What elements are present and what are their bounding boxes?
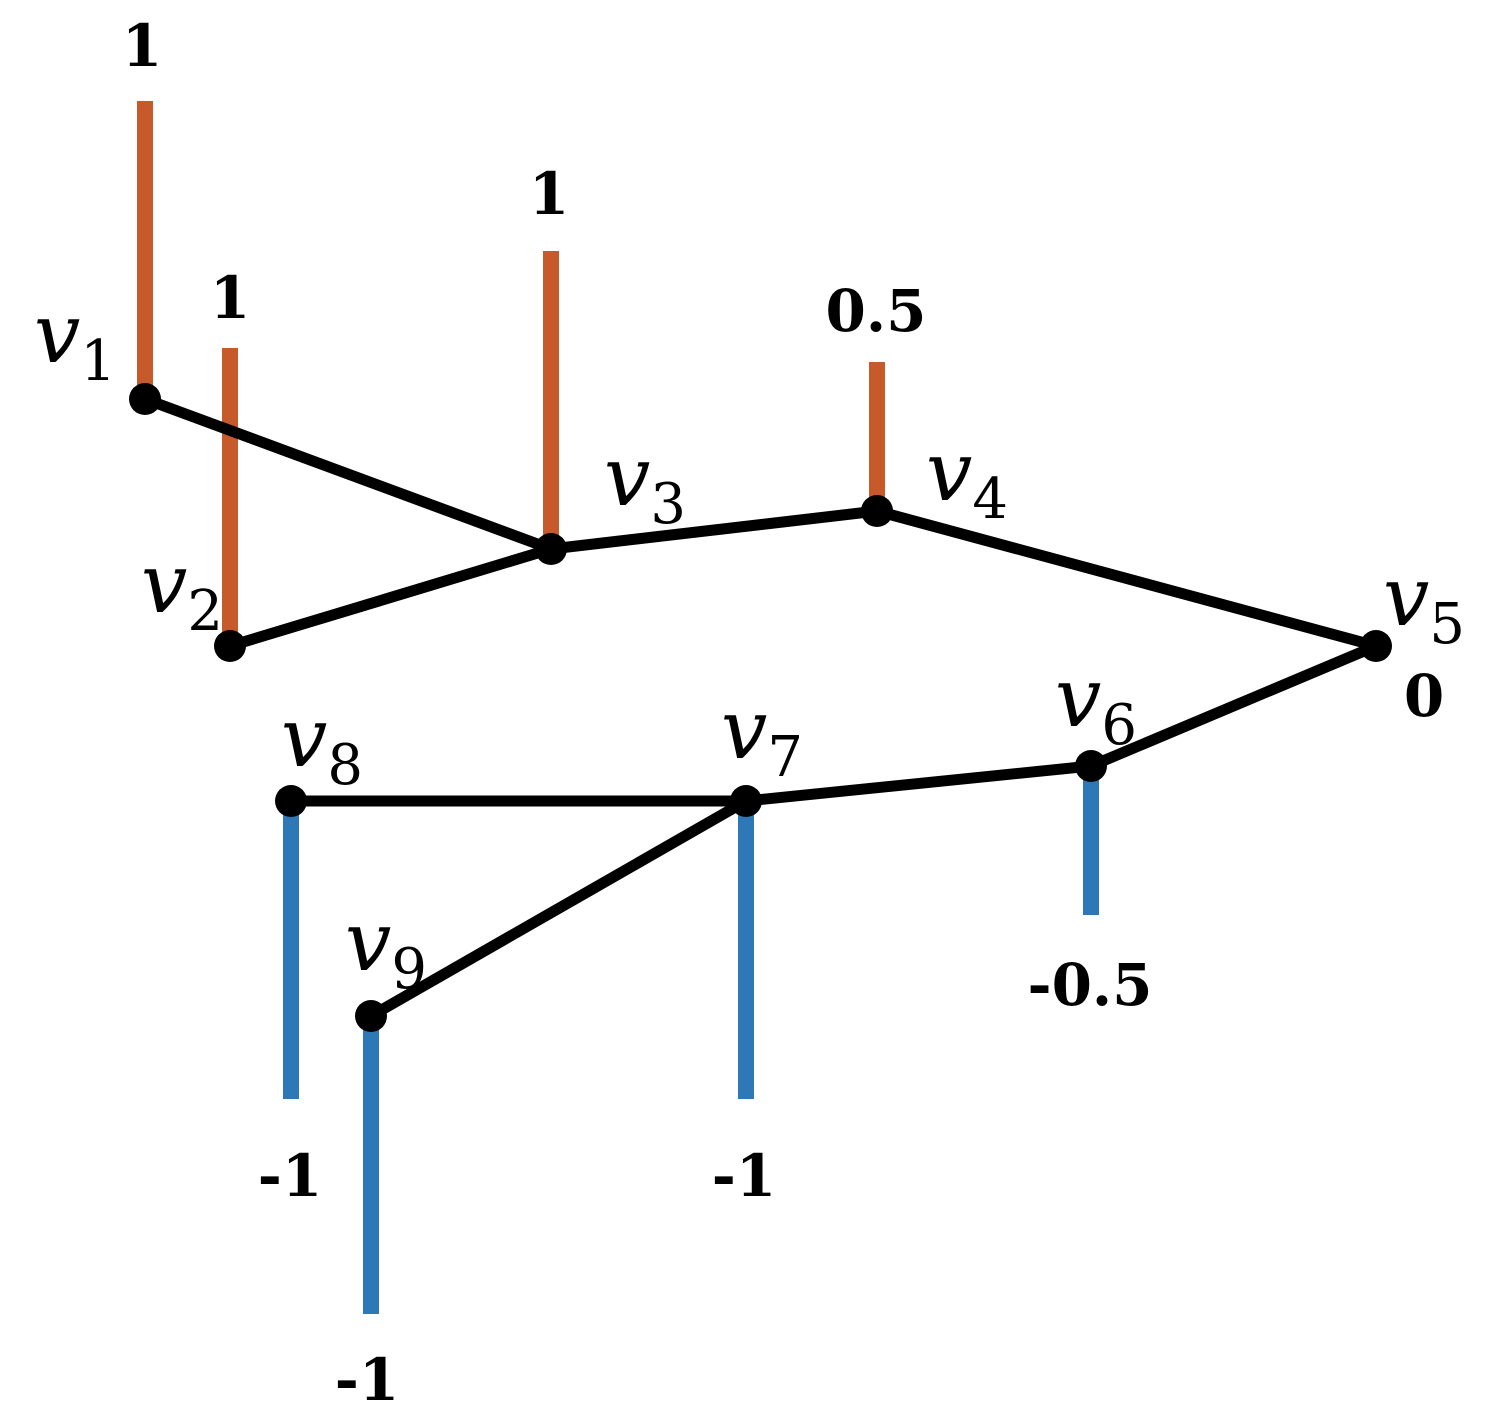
vertex-label-v7: v7 [721,683,803,790]
edge-v5-v6 [1085,640,1382,772]
value-label-v8: -1 [258,1142,322,1210]
node-v5 [1360,630,1392,662]
node-v2 [214,630,246,662]
node-v7 [730,785,762,817]
node-v3 [535,533,567,565]
value-label-v9: -1 [335,1346,399,1414]
edge-v6-v7 [740,760,1097,807]
node-v6 [1075,750,1107,782]
vertex-label-v9: v9 [345,895,427,1002]
edge-v4-v5 [871,505,1382,652]
value-label-v4: 0.5 [826,277,927,345]
vertex-label-v2: v2 [141,537,223,644]
vertex-label-v1: v1 [34,287,116,394]
edge-v2-v3 [224,543,557,652]
value-label-v1: 1 [122,12,162,80]
value-label-v7: -1 [712,1142,776,1210]
node-v1 [129,383,161,415]
node-v8 [275,785,307,817]
vertex-label-v6: v6 [1055,651,1137,758]
edge-v1-v3 [139,393,557,555]
vertex-label-v3: v3 [604,430,686,537]
value-label-v3: 1 [529,160,569,228]
vertex-label-v8: v8 [281,691,363,798]
node-v9 [355,1000,387,1032]
edge-v7-v9 [365,795,752,1022]
vertex-label-v4: v4 [926,425,1008,532]
value-label-v6: -0.5 [1028,951,1153,1019]
edge-v3-v4 [545,505,883,555]
node-v4 [861,495,893,527]
vertex-label-v5: v5 [1383,550,1465,657]
value-label-v5: 0 [1404,662,1444,730]
value-label-v2: 1 [210,264,250,332]
